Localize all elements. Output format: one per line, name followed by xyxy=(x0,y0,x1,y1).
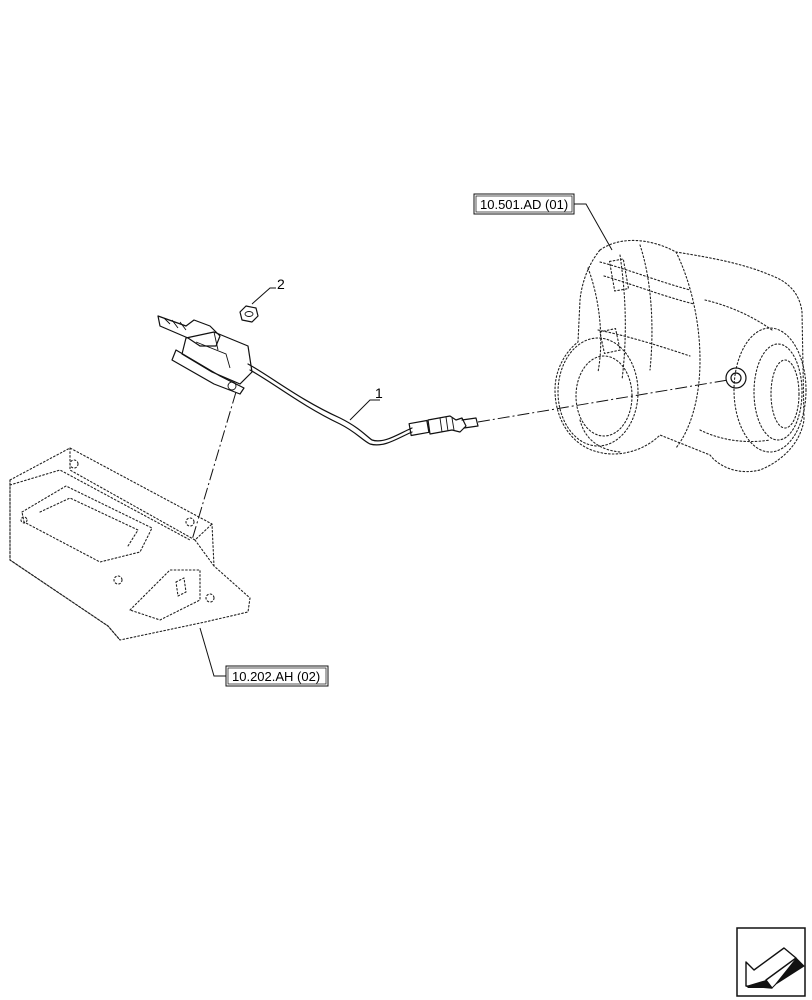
flange-nut xyxy=(239,305,259,323)
exhaust-reference-label: 10.501.AD (01) xyxy=(480,197,568,212)
exhaust-aftertreatment-assembly xyxy=(554,239,807,473)
previous-page-arrow-icon[interactable] xyxy=(736,927,806,997)
frame-reference-label: 10.202.AH (02) xyxy=(232,669,320,684)
callout-1: 1 xyxy=(349,385,383,421)
callout-2-label: 2 xyxy=(277,276,285,292)
frame-reference[interactable]: 10.202.AH (02) xyxy=(199,627,329,687)
exhaust-reference[interactable]: 10.501.AD (01) xyxy=(473,193,613,251)
alignment-lines xyxy=(191,379,729,541)
callout-2: 2 xyxy=(251,276,285,305)
sensor-assembly xyxy=(157,315,479,446)
callout-1-label: 1 xyxy=(375,385,383,401)
frame-bracket xyxy=(9,447,251,641)
